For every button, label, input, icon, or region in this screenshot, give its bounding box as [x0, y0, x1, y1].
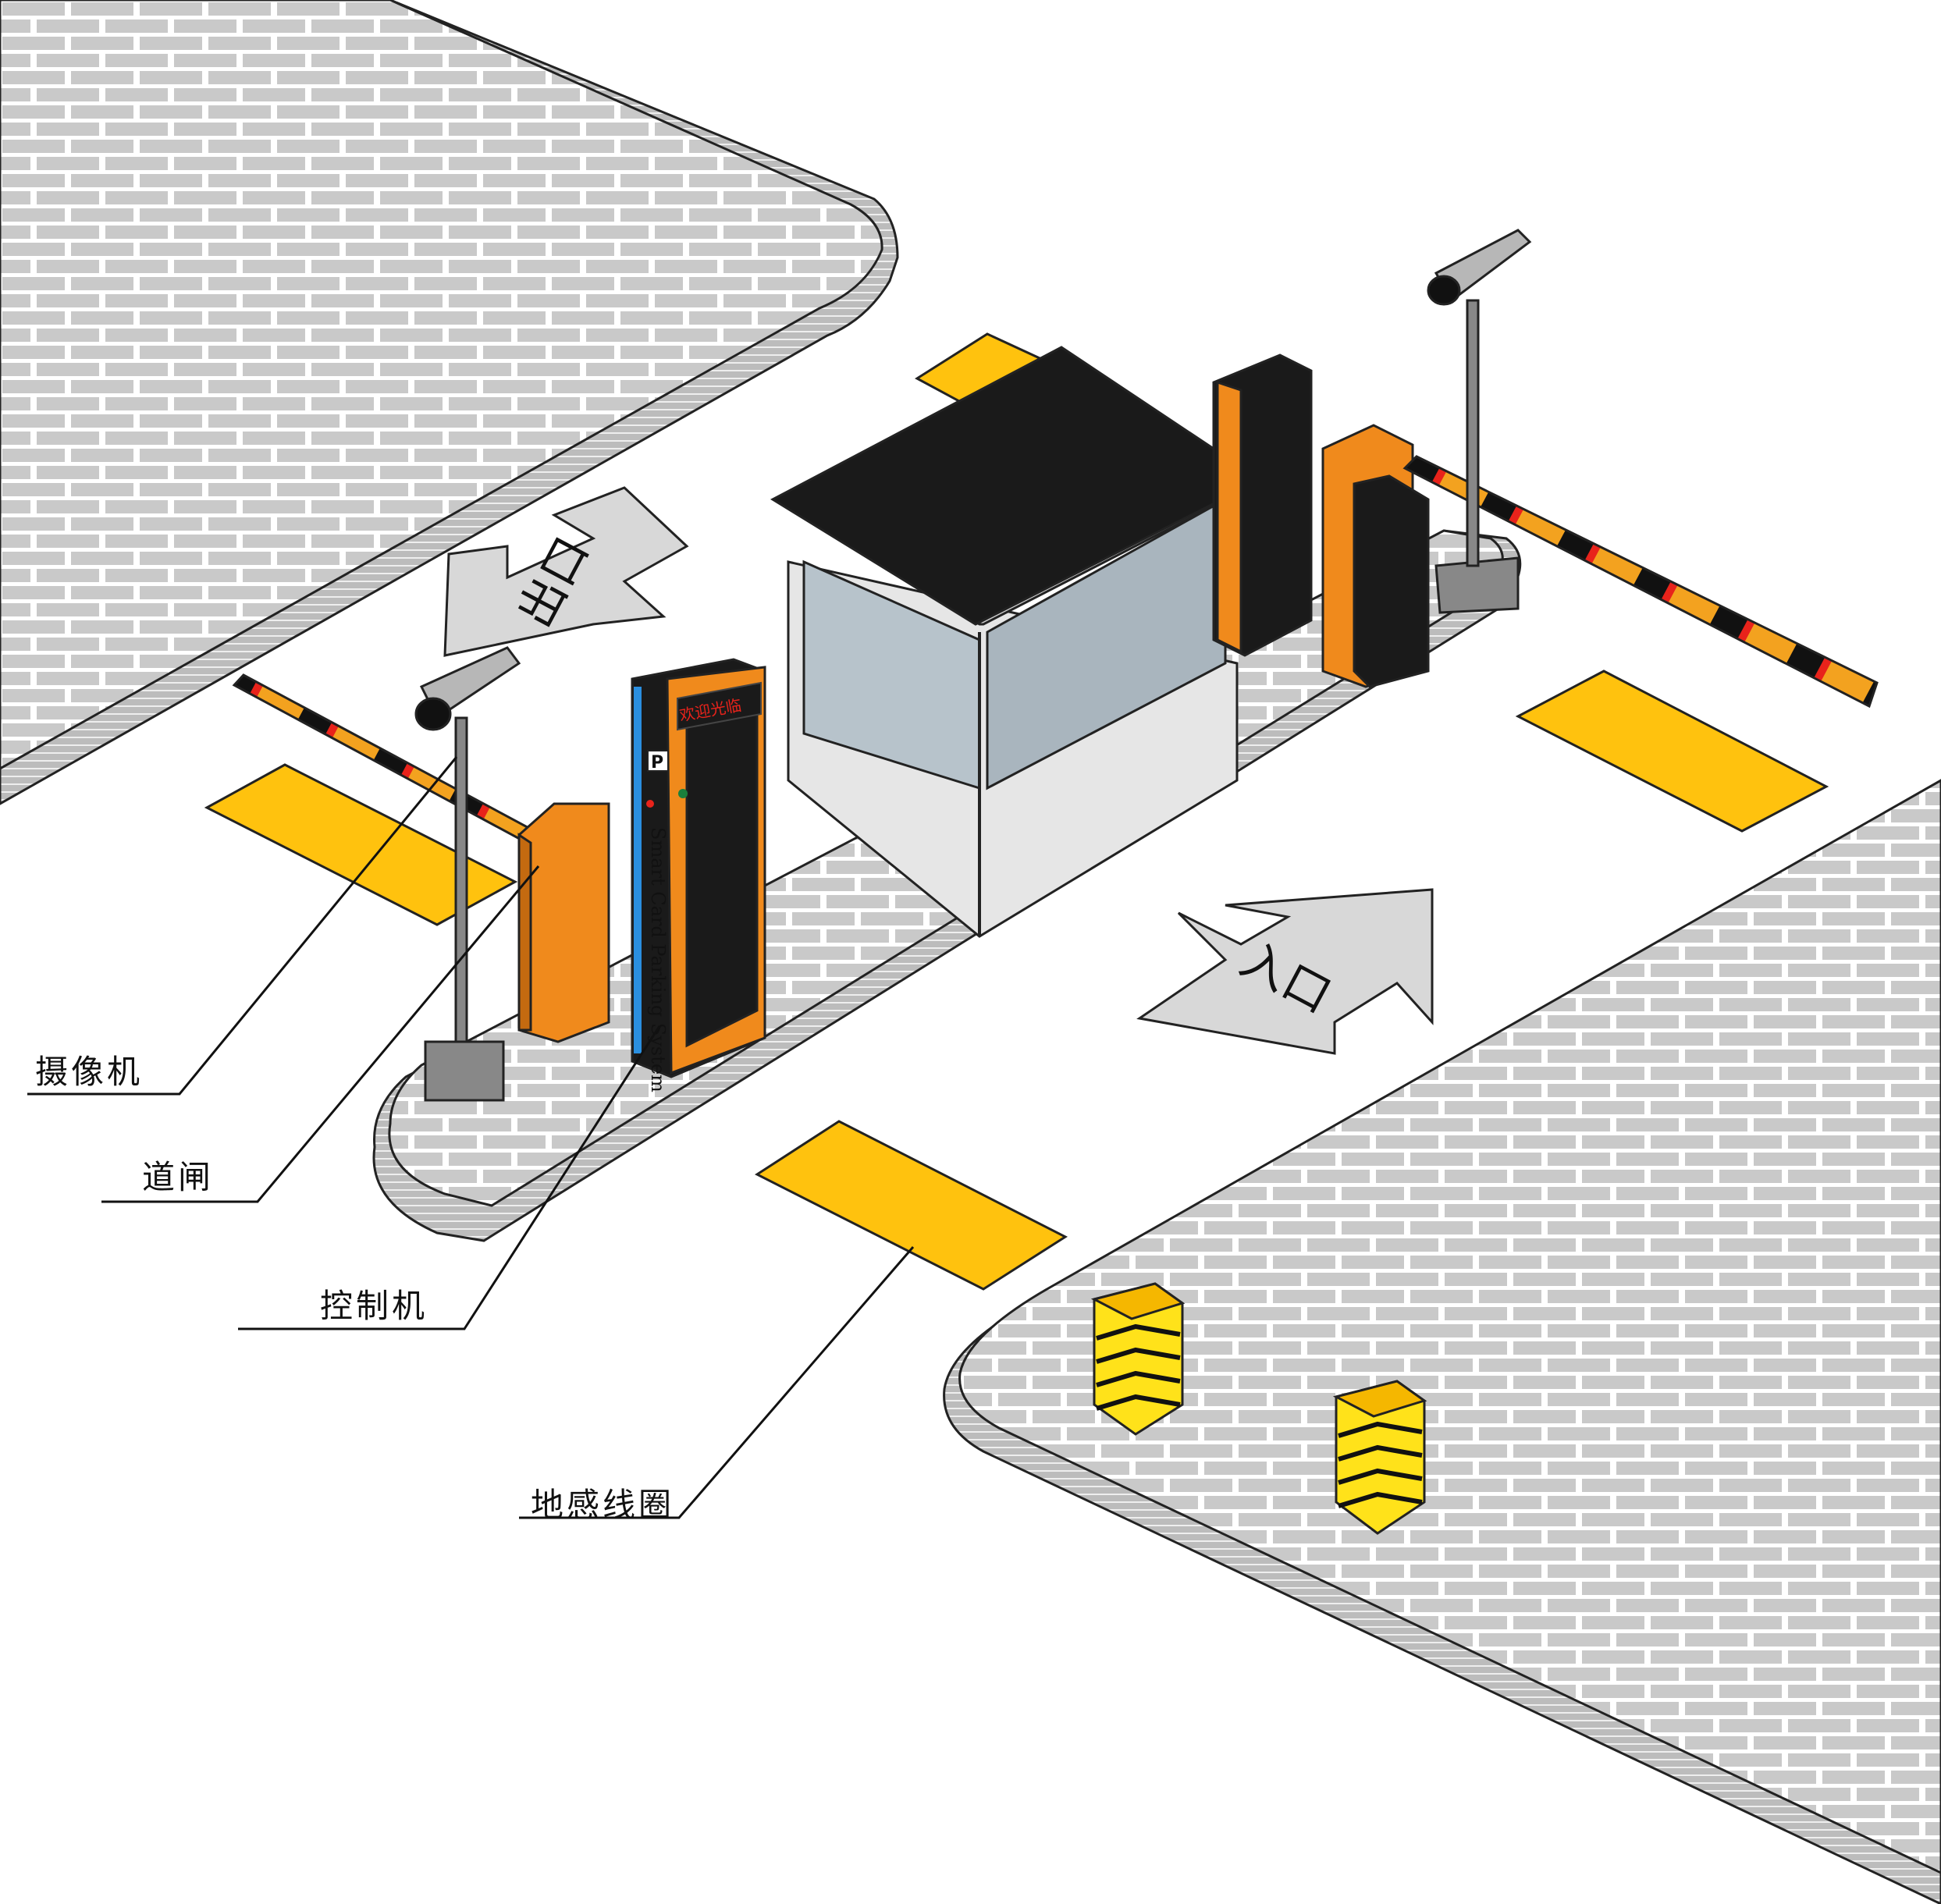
led-display — [677, 681, 762, 731]
label-camera: 摄像机 — [35, 1053, 144, 1091]
bollard-1 — [1090, 1282, 1186, 1436]
leader-camera — [27, 756, 458, 1096]
guard-booth — [770, 346, 1263, 938]
leader-gate — [101, 865, 540, 1203]
label-controller: 控制机 — [320, 1287, 428, 1325]
bollards — [1090, 1282, 1427, 1535]
ground-loop-pads — [204, 332, 1829, 1291]
sidewalk-top-left — [0, 0, 899, 805]
leader-control — [238, 1025, 661, 1330]
exit-arrow-icon — [443, 486, 689, 657]
vertical-panel-text: Smart Card Parking System — [647, 827, 669, 1092]
rear-controller — [1212, 353, 1313, 657]
booth-window-front — [986, 497, 1227, 790]
camera-right — [1427, 229, 1532, 614]
parking-symbol: P — [651, 753, 663, 773]
bollard-2 — [1332, 1380, 1427, 1535]
barrier-gate-right — [1321, 424, 1879, 709]
sidewalk-bottom-right — [943, 779, 1941, 1904]
loop-pad-exit — [204, 763, 518, 926]
label-barrier-gate: 道闸 — [142, 1158, 215, 1196]
loop-pad-right — [1515, 670, 1829, 833]
controller-kiosk: 欢迎光临 P Smart Card Parking System — [631, 658, 766, 1092]
label-ground-loop: 地感线圈 — [531, 1486, 675, 1524]
barrier-boom-right — [1402, 455, 1879, 709]
barrier-gate-left — [517, 802, 610, 1043]
loop-pad-entry — [754, 1120, 1068, 1291]
leader-loop — [519, 1246, 915, 1519]
callout-lines — [27, 756, 915, 1519]
entry-arrow-icon — [1136, 888, 1434, 1055]
